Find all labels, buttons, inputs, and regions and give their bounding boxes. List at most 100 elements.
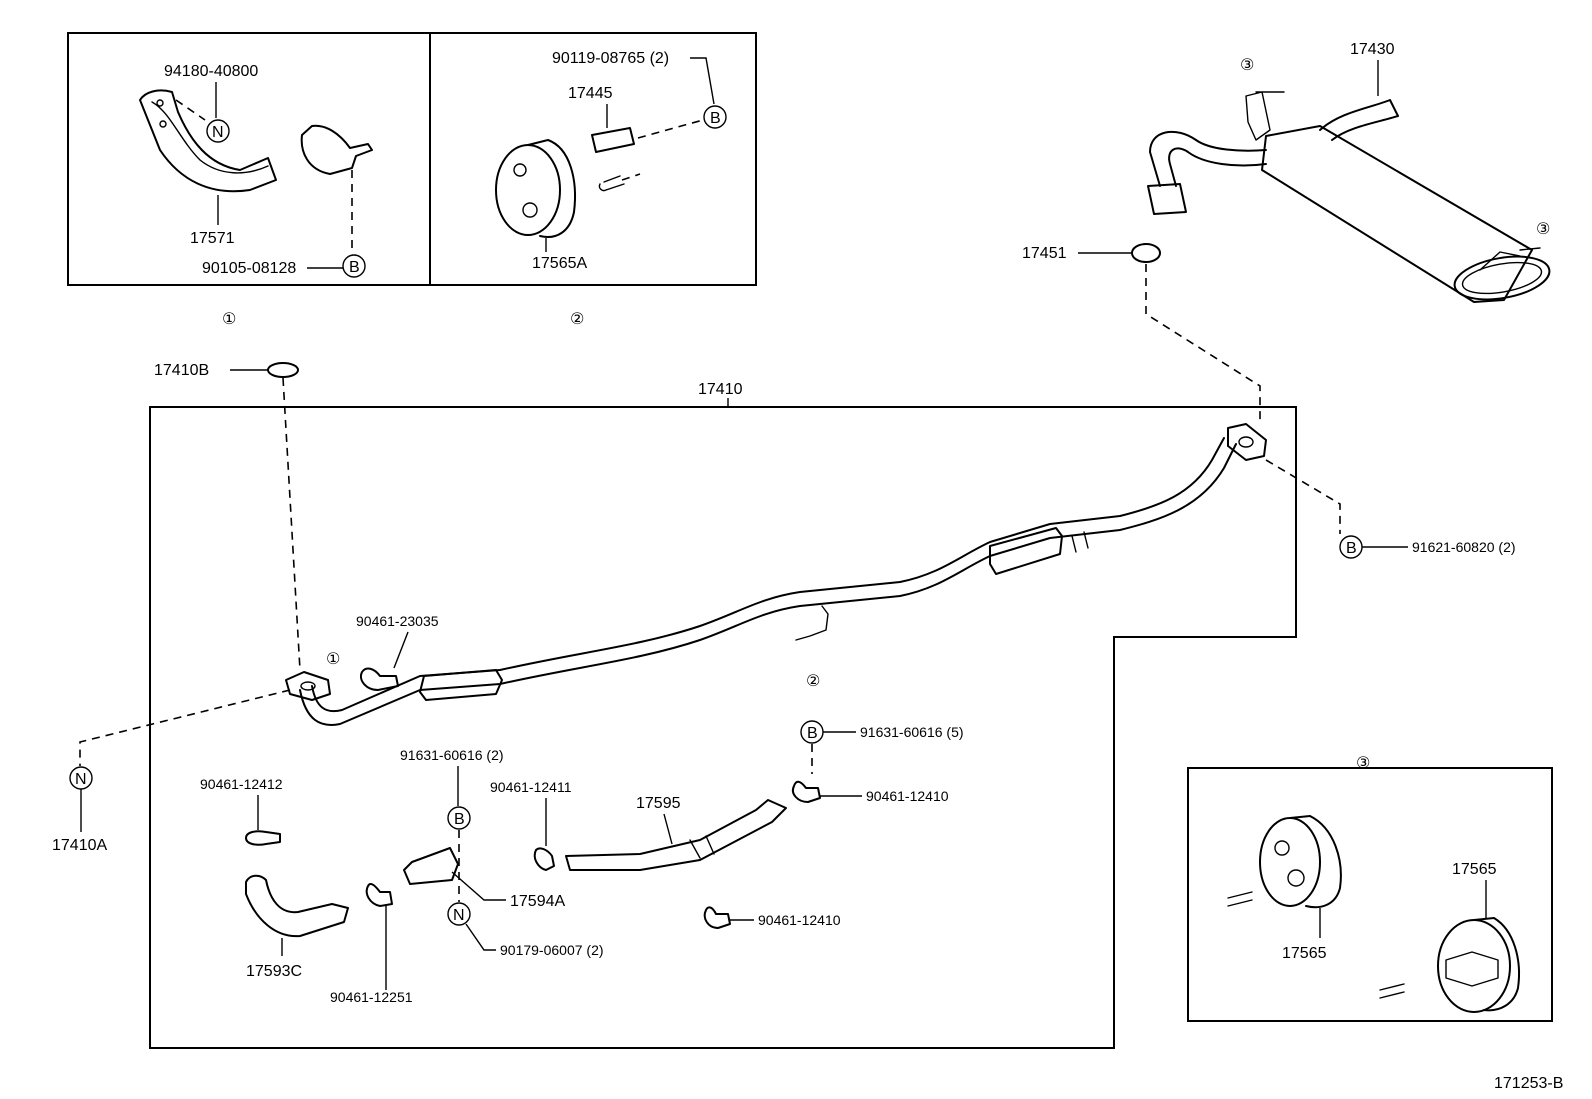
clamp-12411-drawing [533, 847, 555, 871]
label-17565-right: 17565 [1452, 861, 1497, 878]
main-assembly: 17410 17410B ② ① B 91621-60820 (2) [52, 362, 1516, 1005]
label-90461-12410-a: 90461-12410 [866, 788, 949, 804]
muffler-rear-hanger [1479, 247, 1541, 271]
callout-b-inset2-letter: B [710, 110, 721, 127]
callout-3-muffler-top: ③ [1240, 57, 1254, 74]
support-17565-left-hole-2 [1287, 869, 1305, 887]
front-flange-hole [300, 681, 316, 691]
callout-2-main: ② [806, 673, 820, 690]
bracket-hole-1 [156, 99, 164, 107]
callout-b-inset1 [342, 254, 366, 278]
support-17565-right-inner [1445, 951, 1499, 987]
label-17410: 17410 [698, 381, 743, 398]
front-flange-drawing [285, 671, 331, 701]
center-pipe-ring-1 [1071, 531, 1089, 553]
support-17565-right-bolt [1379, 983, 1405, 999]
label-17430: 17430 [1350, 41, 1395, 58]
label-90461-23035: 90461-23035 [356, 613, 439, 629]
protector-17595-drawing [565, 799, 787, 871]
bracket-17571-edge [151, 101, 269, 174]
support-17565a-hole-1 [513, 163, 527, 177]
leader-17594a [451, 871, 506, 901]
gasket-17451-dash [1145, 264, 1261, 424]
clamp-12412-drawing [245, 830, 281, 846]
callout-b-center-letter: B [454, 811, 465, 828]
label-94180-40800: 94180-40800 [164, 63, 258, 80]
support-17565-left-bolt [1227, 891, 1253, 907]
support-17565-left-drawing [1259, 817, 1321, 907]
protector-17594a-drawing [403, 847, 459, 885]
bolt-inset2-drawing [598, 175, 625, 192]
pin-17445-drawing [591, 127, 635, 153]
center-resonator-drawing [989, 527, 1063, 575]
gasket-17410b-drawing [267, 362, 299, 378]
rear-flange-hole [1238, 436, 1254, 448]
inset-3: ③ 17565 17565 [1227, 755, 1520, 1013]
callout-n-inset1-letter: N [212, 124, 224, 141]
label-90179-06007: 90179-06007 (2) [500, 942, 604, 958]
front-n-dash [79, 689, 291, 766]
callout-n-center [447, 902, 471, 926]
support-17565a-drawing [495, 144, 561, 236]
muffler-end-inner [1461, 261, 1543, 295]
label-17565-left: 17565 [1282, 945, 1327, 962]
callout-1-inset-label: ① [222, 311, 236, 328]
support-17565-left-body [1289, 815, 1342, 909]
inset-frames [67, 32, 1553, 1049]
label-90119-08765: 90119-08765 (2) [552, 50, 669, 67]
callout-3-inset-label: ③ [1356, 755, 1370, 772]
callout-1-main: ① [326, 651, 340, 668]
support-17565a-body [527, 139, 576, 238]
inset-1: 94180-40800 N 17571 90105-08128 B ① [139, 63, 373, 328]
label-91631-60616-2: 91631-60616 (2) [400, 747, 504, 763]
leader-90119 [690, 57, 715, 105]
clamp-23035-drawing [360, 667, 399, 691]
callout-b-right-letter: B [1346, 540, 1357, 557]
label-17571: 17571 [190, 230, 235, 247]
label-90461-12412: 90461-12412 [200, 776, 283, 792]
label-17565a: 17565A [532, 255, 587, 272]
pipe-hanger-2 [795, 605, 829, 641]
muffler-inlet-flange [1147, 183, 1187, 215]
main-assembly-frame [149, 406, 1297, 1049]
gasket-17410b-dash [282, 377, 301, 671]
label-17410a: 17410A [52, 837, 107, 854]
label-90105-08128: 90105-08128 [202, 260, 296, 277]
clamp-inset1-drawing [300, 124, 373, 175]
label-90461-12251: 90461-12251 [330, 989, 413, 1005]
callout-b-rear-letter: B [807, 725, 818, 742]
protector-17593c-drawing [245, 874, 349, 938]
muffler-inlet-pipe [1149, 131, 1267, 187]
callout-b-inset1-letter: B [349, 259, 360, 276]
support-17565-right-drawing [1437, 919, 1511, 1013]
label-17593c: 17593C [246, 963, 302, 980]
label-17451: 17451 [1022, 245, 1067, 262]
bracket-bolt-dash [175, 99, 206, 121]
label-91631-60616-5: 91631-60616 (5) [860, 724, 964, 740]
callout-2-inset-label: ② [570, 311, 584, 328]
label-91621-60820: 91621-60820 (2) [1412, 539, 1516, 555]
support-17565-right-body [1473, 917, 1520, 1012]
leader-90179 [465, 923, 496, 951]
gasket-17451-drawing [1131, 243, 1161, 263]
callout-n-inset1 [206, 119, 230, 143]
label-17410b: 17410B [154, 362, 209, 379]
muffler-hanger [1245, 91, 1285, 141]
pin-dash [637, 119, 704, 139]
leader-17595 [663, 813, 673, 845]
rear-flange-drawing [1227, 423, 1267, 461]
diagram-number: 171253-B [1494, 1075, 1563, 1092]
bracket-17571-drawing [139, 89, 277, 193]
clamp-12410-lower-drawing [703, 906, 731, 929]
exhaust-pipe-upper-edge [299, 443, 1237, 726]
leader-23035 [393, 631, 409, 669]
clamp-12410-upper-drawing [792, 780, 821, 803]
label-90461-12411: 90461-12411 [490, 779, 572, 795]
protector-17595-seam [689, 835, 715, 859]
support-17565a-hole-2 [522, 202, 538, 218]
callout-3-muffler-rear: ③ [1536, 221, 1550, 238]
muffler-group: ③ 17430 ③ 17451 [1022, 41, 1551, 424]
exhaust-pipe-lower-edge [311, 437, 1225, 713]
bolt-inset2-dash [621, 173, 641, 181]
